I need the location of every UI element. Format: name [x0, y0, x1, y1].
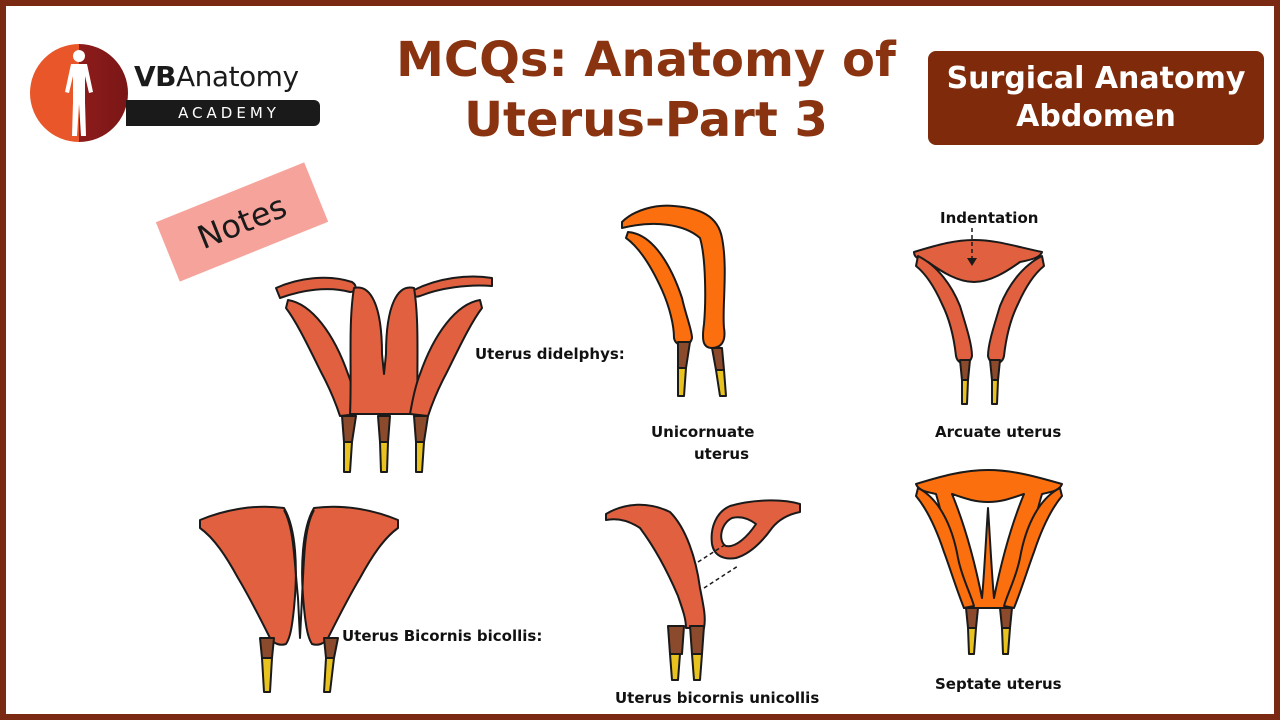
diagram-unicornuate-uterus	[621, 204, 727, 397]
vb-anatomy-logo: VBAnatomy ACADEMY	[30, 44, 330, 144]
label-uterus-bicornis-unicollis: Uterus bicornis unicollis	[615, 689, 820, 707]
label-uterus-didelphys: Uterus didelphys:	[475, 345, 625, 363]
title-line-2: Uterus-Part 3	[464, 92, 828, 148]
label-unicornuate-2: uterus	[694, 445, 750, 463]
logo-academy-bar: ACADEMY	[126, 100, 320, 126]
topic-badge: Surgical Anatomy Abdomen	[928, 51, 1264, 145]
label-unicornuate-1: Unicornuate	[651, 423, 755, 441]
diagram-uterus-didelphys	[275, 275, 493, 473]
logo-brand-rest: Anatomy	[176, 60, 299, 93]
logo-brand-bold: VB	[134, 60, 177, 93]
page-title: MCQs: Anatomy of Uterus-Part 3	[366, 30, 926, 150]
label-arcuate-uterus: Arcuate uterus	[935, 423, 1062, 441]
badge-line-1: Surgical Anatomy	[946, 61, 1246, 96]
human-figure-icon	[65, 50, 93, 136]
diagram-uterus-bicornis-unicollis	[605, 499, 801, 681]
logo-brand: VBAnatomy	[134, 60, 299, 93]
diagram-arcuate-uterus	[913, 228, 1045, 405]
logo-circle	[30, 44, 128, 142]
diagram-septate-uterus	[915, 469, 1063, 655]
label-indentation: Indentation	[940, 209, 1039, 227]
badge-line-2: Abdomen	[1016, 99, 1176, 134]
title-line-1: MCQs: Anatomy of	[396, 32, 896, 88]
label-septate-uterus: Septate uterus	[935, 675, 1062, 693]
label-uterus-bicornis-bicollis: Uterus Bicornis bicollis:	[342, 627, 543, 645]
diagram-uterus-bicornis-bicollis	[199, 505, 399, 693]
